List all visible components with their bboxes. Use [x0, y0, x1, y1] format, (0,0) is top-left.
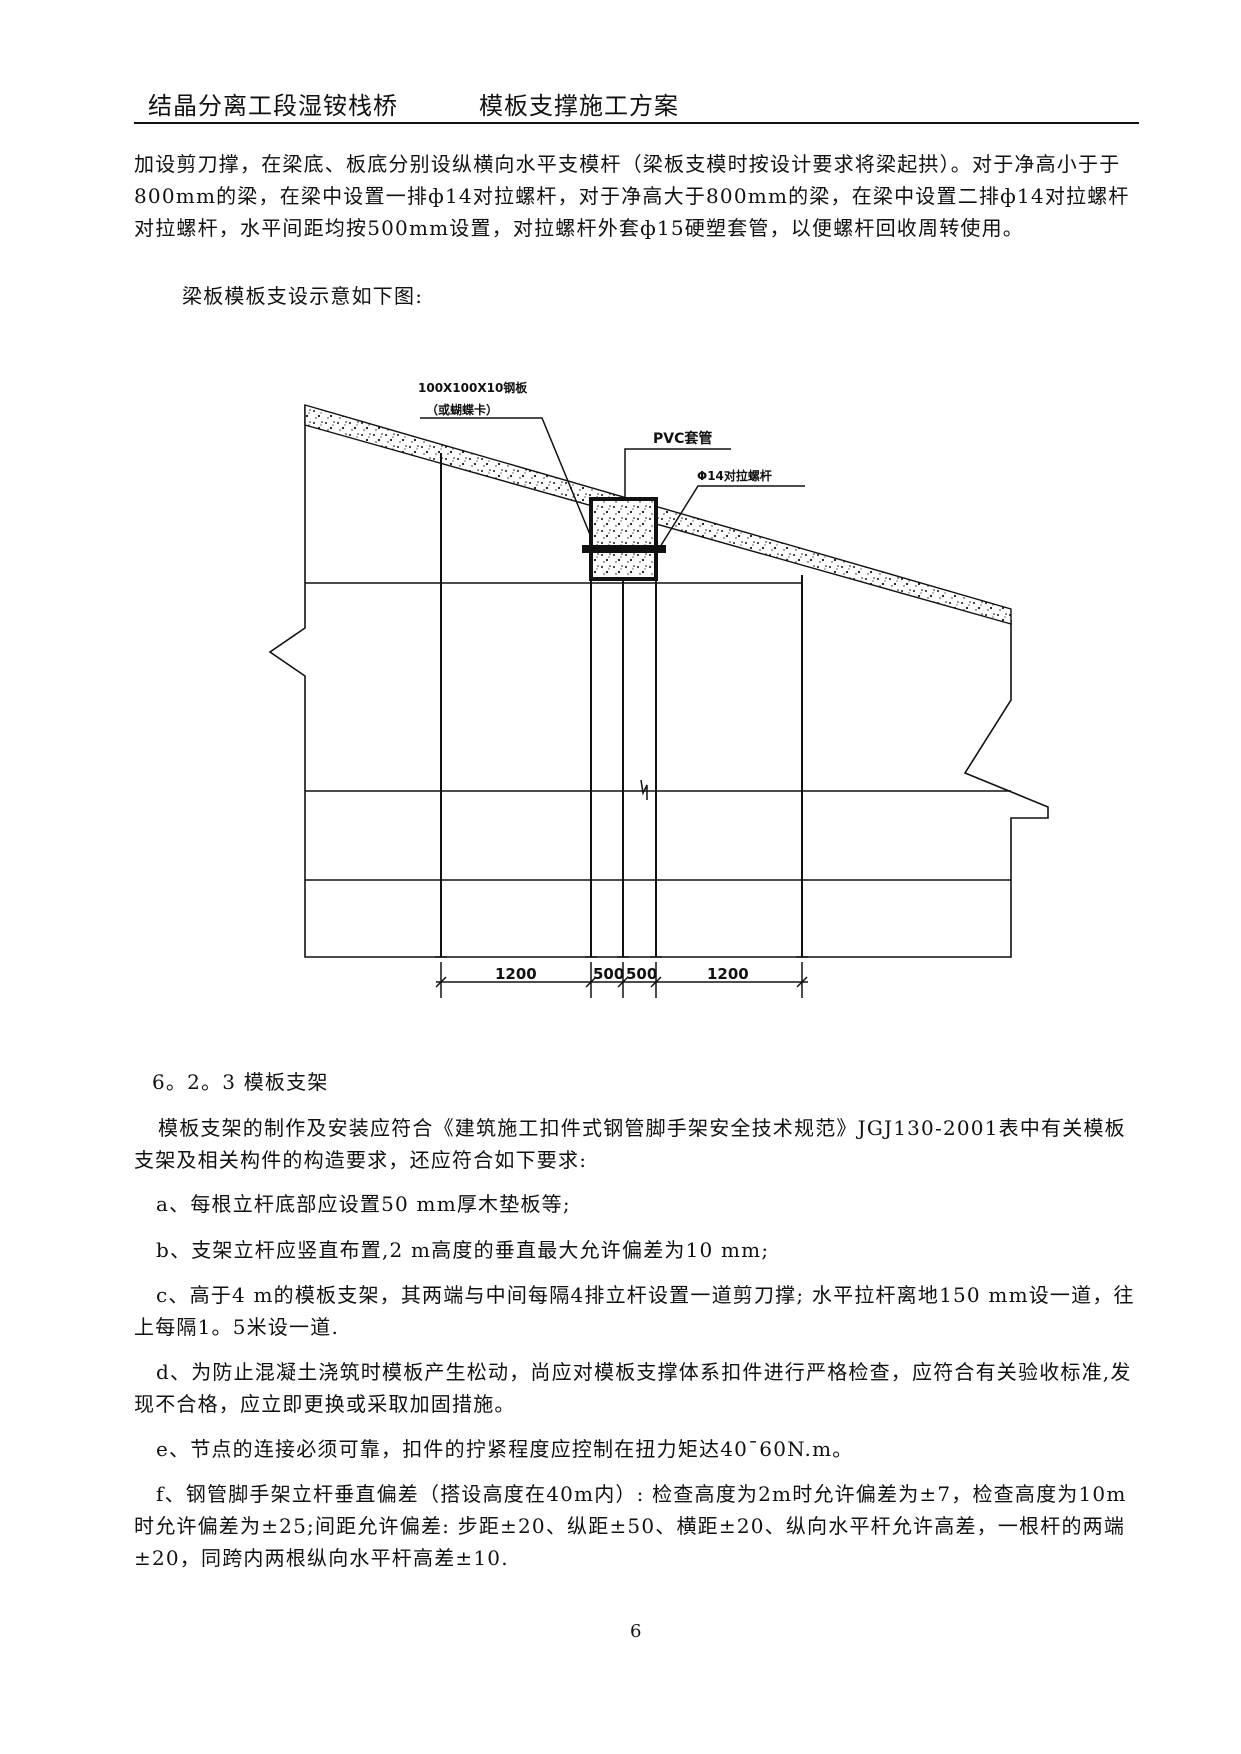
leader-steel-plate	[420, 417, 592, 538]
header-document-title: 模板支撑施工方案	[479, 92, 679, 120]
label-tie-bolt: Φ14对拉螺杆	[697, 468, 772, 483]
intro-paragraph: 加设剪刀撑，在梁底、板底分别设纵横向水平支模杆（梁板支模时按设计要求将梁起拱）。…	[134, 152, 1130, 240]
requirement-item-e: e、节点的连接必须可靠，扣件的拧紧程度应控制在扭力矩达40¯60N.m。	[156, 1437, 854, 1461]
requirement-item-a: a、每根立杆底部应设置50 mm厚木垫板等;	[156, 1192, 571, 1216]
break-mark	[640, 779, 648, 800]
concrete-beam	[589, 497, 658, 581]
label-steel-plate-line1: 100X100X10钢板	[418, 380, 528, 395]
section-intro: 模板支架的制作及安装应符合《建筑施工扣件式钢管脚手架安全技术规范》JGJ130-…	[134, 1116, 1126, 1172]
requirement-item-f: f、钢管脚手架立杆垂直偏差（搭设高度在40m内）: 检查高度为2m时允许偏差为±…	[134, 1482, 1127, 1570]
dimension-1200-right: 1200	[707, 965, 749, 983]
page-number: 6	[630, 1621, 642, 1642]
dimension-500-right: 500	[626, 965, 657, 983]
header-project-title: 结晶分离工段湿铵栈桥	[148, 92, 398, 120]
leader-pvc-pipe	[624, 448, 731, 499]
header-rule	[134, 122, 1139, 124]
section-heading: 6。2。3 模板支架	[152, 1070, 329, 1094]
leader-bolt	[659, 485, 805, 548]
section-outline	[268, 405, 1049, 958]
dimension-1200-left: 1200	[495, 965, 537, 983]
requirement-item-d: d、为防止混凝土浇筑时模板产生松动，尚应对模板支撑体系扣件进行严格检查，应符合有…	[134, 1360, 1132, 1416]
label-pvc-pipe: PVC套管	[653, 430, 712, 447]
beam-bottom-plate	[582, 545, 666, 553]
requirement-item-b: b、支架立杆应竖直布置,2 m高度的垂直最大允许偏差为10 mm;	[156, 1238, 770, 1262]
label-steel-plate-line2: （或蝴蝶卡）	[426, 402, 498, 417]
requirement-item-c: c、高于4 m的模板支架，其两端与中间每隔4排立杆设置一道剪刀撑; 水平拉杆离地…	[134, 1283, 1135, 1339]
dimension-line	[435, 962, 808, 998]
dimension-500-left: 500	[593, 965, 624, 983]
page-header: 结晶分离工段湿铵栈桥 模板支撑施工方案	[134, 86, 1134, 126]
diagram-caption: 梁板模板支设示意如下图:	[182, 284, 424, 308]
